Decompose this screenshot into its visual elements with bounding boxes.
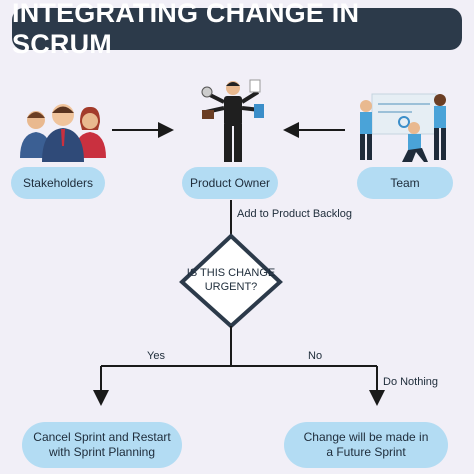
clock-icon bbox=[201, 86, 213, 98]
product-owner-node: Product Owner bbox=[182, 167, 278, 199]
decision-label: IS THIS CHANGE URGENT? bbox=[186, 266, 276, 293]
team-node: Team bbox=[357, 167, 453, 199]
team-label: Team bbox=[390, 175, 420, 190]
edge-label-no: No bbox=[308, 350, 323, 362]
product-owner-illustration bbox=[201, 79, 264, 162]
person-center-icon bbox=[42, 104, 84, 162]
title-banner: INTEGRATING CHANGE IN SCRUM bbox=[12, 0, 462, 59]
future-sprint-label: Change will be made in a Future Sprint bbox=[303, 430, 429, 459]
decision-node: IS THIS CHANGE URGENT? bbox=[182, 236, 280, 324]
briefcase-icon bbox=[202, 110, 214, 119]
person-right-icon bbox=[74, 106, 106, 158]
cancel-sprint-node: Cancel Sprint and Restart with Sprint Pl… bbox=[22, 422, 182, 468]
juggling-person-icon bbox=[205, 81, 261, 162]
page-title: INTEGRATING CHANGE IN SCRUM bbox=[12, 0, 360, 59]
team-member-left-icon bbox=[360, 100, 372, 160]
future-sprint-node: Change will be made in a Future Sprint bbox=[284, 422, 448, 468]
edge-label-do-nothing: Do Nothing bbox=[383, 376, 439, 388]
team-member-right-icon bbox=[434, 94, 446, 160]
edge-label-yes: Yes bbox=[147, 350, 165, 362]
team-illustration bbox=[360, 93, 446, 162]
edge-label-backlog: Add to Product Backlog bbox=[237, 208, 352, 220]
stakeholders-node: Stakeholders bbox=[11, 167, 105, 199]
stakeholders-illustration bbox=[20, 104, 106, 162]
product-owner-label: Product Owner bbox=[189, 175, 271, 190]
stakeholders-label: Stakeholders bbox=[22, 175, 94, 190]
team-member-kneeling-icon bbox=[402, 122, 428, 162]
cancel-sprint-label: Cancel Sprint and Restart with Sprint Pl… bbox=[33, 430, 171, 459]
tablet-icon bbox=[254, 104, 264, 118]
document-icon bbox=[249, 79, 261, 93]
